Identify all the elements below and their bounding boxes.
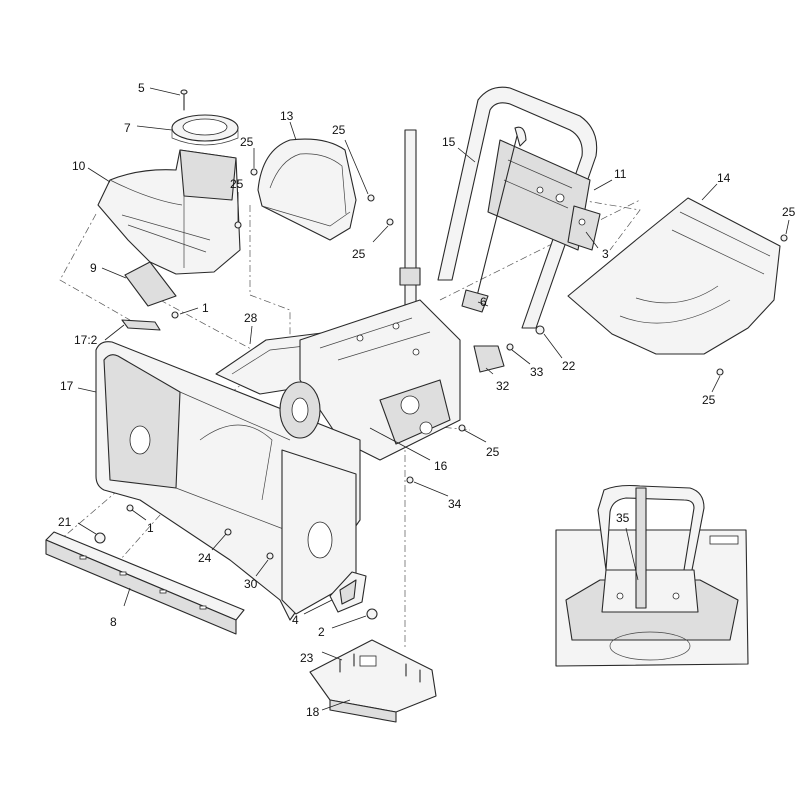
callout-34: 34 [448, 497, 462, 511]
callout-3: 3 [602, 247, 609, 261]
callout-32: 32 [496, 379, 510, 393]
callout-25: 25 [782, 205, 796, 219]
handle-15 [437, 86, 598, 329]
callout-21: 21 [58, 515, 72, 529]
callout-33: 33 [530, 365, 544, 379]
callout-1: 1 [202, 301, 209, 315]
rear-cover-14 [567, 197, 781, 355]
chute-ring-7 [171, 114, 239, 146]
callout-7: 7 [124, 121, 131, 135]
callout-25: 25 [240, 135, 254, 149]
screws-25-top [234, 168, 394, 229]
screw-1-top [171, 311, 179, 319]
callout-30: 30 [244, 577, 258, 591]
callout-8: 8 [110, 615, 117, 629]
callout-17-2: 17:2 [74, 333, 98, 347]
chute-cover-13 [257, 138, 357, 241]
knob-21 [94, 532, 106, 544]
callout-13: 13 [280, 109, 294, 123]
callout-10: 10 [72, 159, 86, 173]
bracket-11 [567, 205, 601, 251]
shift-rod-6 [461, 126, 527, 313]
callout-15: 15 [442, 135, 456, 149]
callout-1: 1 [147, 521, 154, 535]
deflector-9 [124, 261, 177, 307]
screws-25-right [716, 234, 788, 376]
callout-11: 11 [614, 167, 627, 181]
hardware-right [473, 325, 545, 373]
auger-housing-17 [95, 341, 361, 621]
callout-17: 17 [60, 379, 74, 393]
discharge-chute-10 [97, 149, 241, 275]
shaft-rod [399, 129, 421, 331]
callout-25: 25 [702, 393, 716, 407]
callout-28: 28 [244, 311, 258, 325]
hardware-lower [126, 504, 378, 620]
callout-14: 14 [717, 171, 731, 185]
callout-23: 23 [300, 651, 314, 665]
callout-4: 4 [292, 613, 299, 627]
skid-shoe-4 [329, 571, 367, 613]
inset-view [555, 484, 749, 667]
screws-25-frame [406, 424, 466, 484]
callout-labels: 5 7 10 25 25 13 25 25 15 11 14 25 3 9 1 … [58, 81, 796, 719]
callout-35: 35 [616, 511, 630, 525]
callout-5: 5 [138, 81, 145, 95]
callout-18: 18 [306, 705, 320, 719]
callout-25: 25 [486, 445, 500, 459]
callout-6: 6 [480, 295, 487, 309]
leader-lines [77, 87, 790, 711]
callout-22: 22 [562, 359, 576, 373]
main-frame [299, 299, 461, 461]
callout-25: 25 [352, 247, 366, 261]
bolt-5 [180, 89, 188, 111]
callout-25: 25 [230, 177, 244, 191]
auger-gear-16 [279, 381, 321, 439]
base-bracket-18 [309, 639, 437, 723]
callout-24: 24 [198, 551, 212, 565]
scraper-bar-8 [45, 531, 245, 635]
callout-9: 9 [90, 261, 97, 275]
callout-2: 2 [318, 625, 325, 639]
callout-25: 25 [332, 123, 346, 137]
strip-17-2 [121, 319, 161, 331]
callout-16: 16 [434, 459, 448, 473]
